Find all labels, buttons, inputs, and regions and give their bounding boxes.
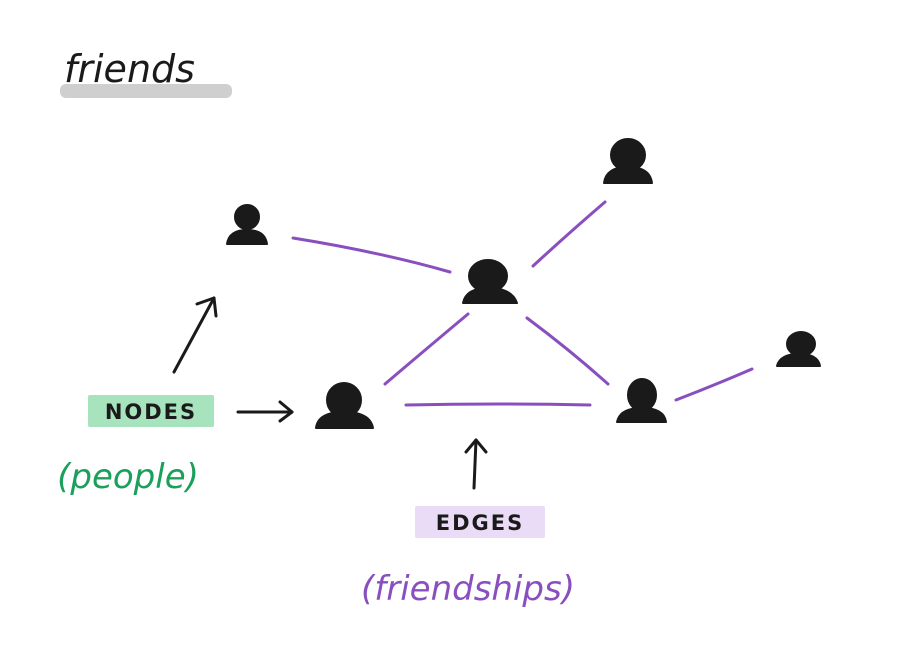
edges-sub-label: (friendships) bbox=[361, 569, 575, 609]
person-b-node bbox=[603, 138, 653, 184]
nodes-label: NODES bbox=[105, 400, 197, 424]
edge-person-e-person-f bbox=[674, 367, 754, 402]
edge-person-c-person-e bbox=[525, 316, 610, 386]
person-c-node bbox=[462, 259, 518, 304]
edge-person-a-person-c bbox=[291, 236, 452, 274]
person-d-node bbox=[315, 382, 374, 429]
nodes-sub-label: (people) bbox=[57, 457, 199, 497]
arrow-up-to-edge bbox=[464, 438, 488, 490]
title-underline bbox=[60, 84, 232, 98]
edges-label-highlight bbox=[415, 506, 545, 538]
edge-person-d-person-e bbox=[404, 402, 592, 407]
arrow-up-to-person-node bbox=[172, 296, 218, 374]
edges-label: EDGES bbox=[436, 511, 524, 535]
edge-person-b-person-c bbox=[531, 200, 607, 268]
person-a-node bbox=[226, 204, 268, 245]
nodes-label-highlight bbox=[88, 395, 214, 427]
person-e-node bbox=[616, 378, 667, 423]
diagram-title: friends bbox=[64, 47, 195, 91]
person-f-node bbox=[776, 331, 821, 367]
edge-person-c-person-d bbox=[383, 312, 470, 386]
arrow-right-to-person-node bbox=[236, 400, 294, 423]
